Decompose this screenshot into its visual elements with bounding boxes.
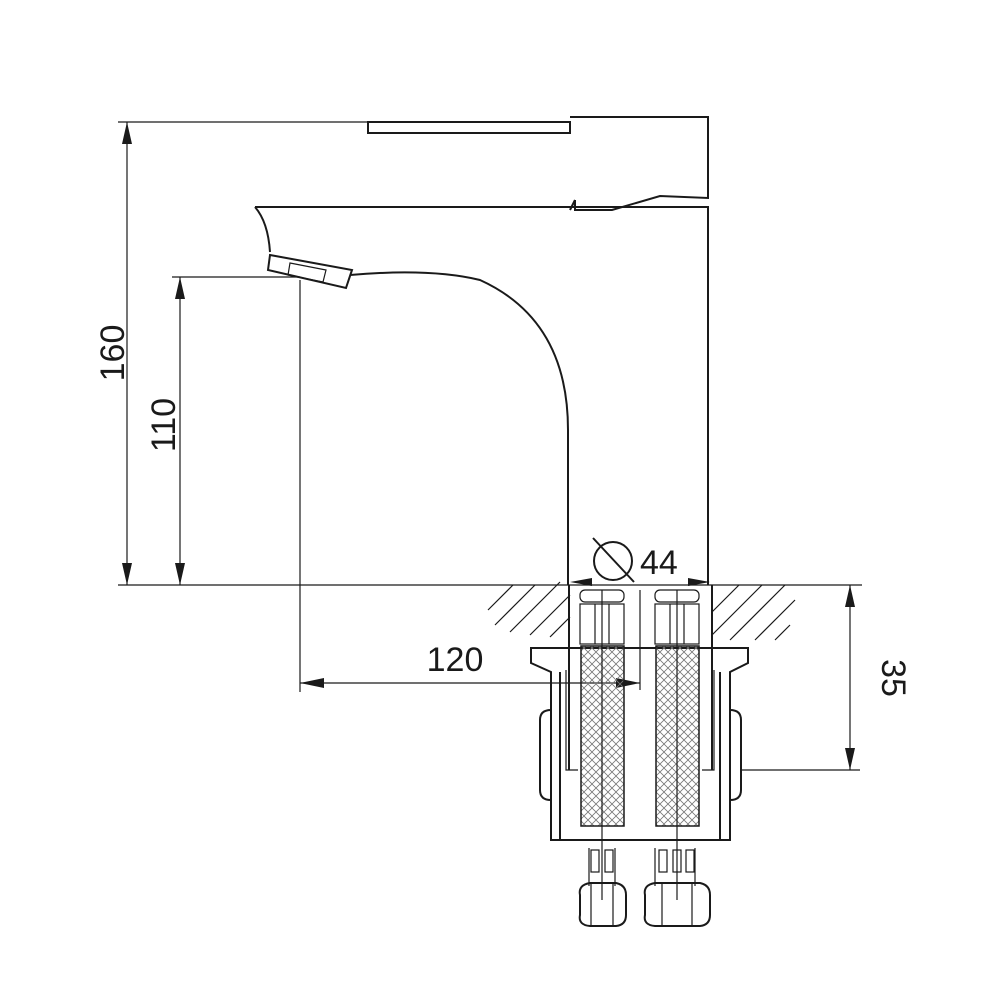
dimension-label-35: 35 [874,659,912,697]
dimension-120: 120 [299,280,641,692]
diameter-icon [592,537,635,583]
dimension-160: 160 [94,121,370,585]
mounting-nut [530,585,749,841]
dimension-label-160: 160 [94,325,132,382]
faucet-body [254,116,709,585]
dimension-label-120: 120 [427,641,484,679]
dimension-35: 35 [740,585,912,771]
deck-hatching [487,581,796,641]
dimension-label-44: 44 [640,544,678,582]
hose-left [578,589,627,927]
dimension-label-110: 110 [145,398,183,452]
dimension-110: 110 [145,276,300,585]
hose-right [643,589,711,927]
dimension-44: 44 [570,537,710,586]
